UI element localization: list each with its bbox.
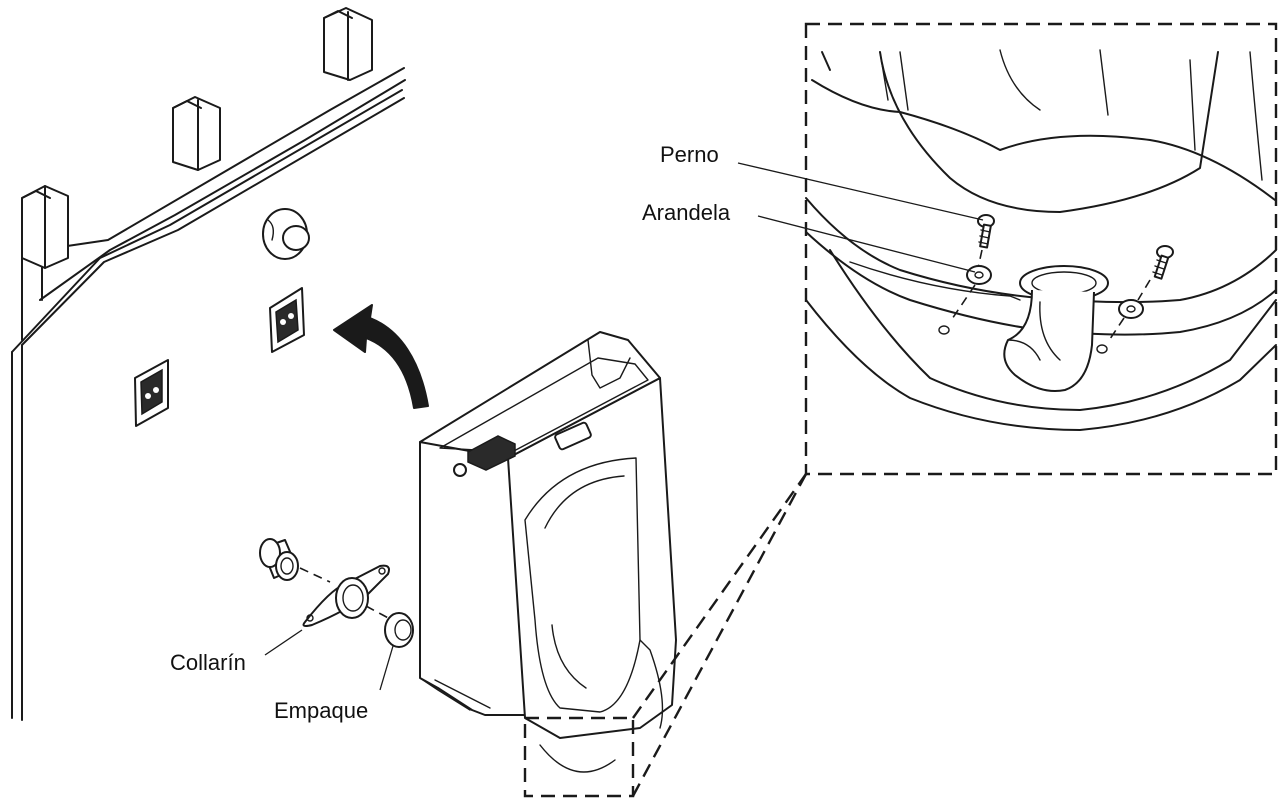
urinal-body [419, 331, 677, 773]
inset-bolt-left [977, 214, 995, 249]
label-gasket: Empaque [274, 698, 368, 723]
stud-left [21, 185, 69, 341]
detail-zoom-frame [523, 473, 808, 798]
detail-inset [804, 22, 1278, 476]
wall-frame [11, 7, 406, 721]
inset-washer-left [966, 265, 992, 285]
label-washer: Arandela [642, 200, 731, 225]
mounting-arrow [333, 304, 429, 409]
gasket-ring [384, 612, 414, 648]
wall-bracket-lower [134, 359, 169, 427]
collar-flange [302, 564, 390, 627]
label-bolt: Perno [660, 142, 719, 167]
wall-spud [262, 208, 310, 260]
inset-washer-right [1118, 299, 1144, 319]
inset-bolt-right [1152, 245, 1174, 280]
stud-middle [172, 96, 221, 171]
leader-lines [264, 162, 984, 691]
outlet-pipe [259, 538, 299, 581]
label-collar: Collarín [170, 650, 246, 675]
inset-outlet-horn [1003, 265, 1109, 392]
wall-bracket-upper [269, 287, 305, 353]
stud-right [323, 7, 373, 81]
